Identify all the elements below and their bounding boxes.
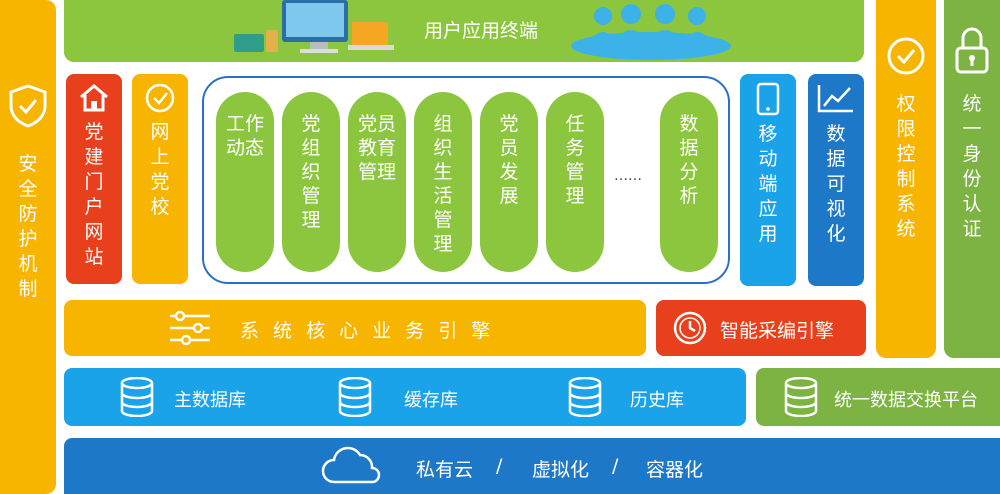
- ellipsis: ……: [614, 168, 642, 184]
- module-pill[interactable]: 任务管理: [546, 92, 604, 272]
- cloud-icon: [320, 446, 384, 490]
- module-label: 党员发展: [499, 113, 519, 207]
- module-label: 工作动态: [225, 113, 264, 159]
- core-engine-bar: 系 统 核 心 业 务 引 擎: [64, 300, 646, 356]
- database-icon: [568, 376, 602, 421]
- module-pill[interactable]: 党员教育管理: [348, 92, 406, 272]
- phone-icon: [756, 82, 780, 120]
- module-label: 任务管理: [565, 113, 585, 207]
- party-portal-label: 党建门户网站: [84, 121, 104, 268]
- database-label: 缓存库: [404, 390, 458, 411]
- core-engine-label: 系 统 核 心 业 务 引 擎: [240, 320, 495, 342]
- data-vis-label: 数据可视化: [826, 123, 846, 245]
- module-pill[interactable]: 组织生活管理: [414, 92, 472, 272]
- check-circle-icon: [886, 36, 926, 80]
- database-label: 主数据库: [174, 390, 246, 411]
- database-icon: [338, 376, 372, 421]
- module-pill[interactable]: 党员发展: [480, 92, 538, 272]
- module-label: 数据分析: [679, 113, 699, 207]
- online-school-box: 网上党校: [132, 74, 188, 284]
- identity-column: 统一身份认证: [944, 0, 1000, 358]
- infra-separator: /: [496, 455, 503, 477]
- database-label: 历史库: [630, 390, 684, 411]
- shield-icon: [8, 84, 48, 132]
- check-circle-icon: [144, 82, 176, 118]
- mobile-app-box: 移动端应用: [740, 74, 796, 286]
- infra-separator: /: [612, 455, 619, 477]
- database-bar: 主数据库 缓存库 历史库: [64, 368, 746, 426]
- chart-icon: [816, 82, 856, 118]
- clock-icon: [672, 310, 708, 350]
- party-portal-box: 党建门户网站: [66, 74, 122, 284]
- users-icon: [569, 4, 734, 64]
- module-pill[interactable]: 工作动态: [216, 92, 274, 272]
- infrastructure-bar: 私有云 / 虚拟化 / 容器化: [64, 438, 1000, 494]
- module-pill[interactable]: 数据分析: [660, 92, 718, 272]
- exchange-bar: 统一数据交换平台: [756, 368, 1000, 426]
- database-icon: [120, 376, 154, 421]
- infra-item: 虚拟化: [532, 459, 590, 481]
- devices-icon: [234, 0, 404, 60]
- identity-label: 统一身份认证: [962, 93, 982, 240]
- exchange-label: 统一数据交换平台: [834, 390, 978, 411]
- user-terminal-label: 用户应用终端: [424, 20, 539, 42]
- module-label: 党组织管理: [301, 113, 321, 231]
- module-label: 组织生活管理: [433, 113, 453, 255]
- lock-icon: [954, 26, 990, 78]
- database-icon: [784, 376, 818, 421]
- permission-label: 权限控制系统: [896, 93, 916, 240]
- module-label: 党员教育管理: [357, 113, 396, 183]
- smart-engine-label: 智能采编引擎: [720, 320, 835, 342]
- mobile-app-label: 移动端应用: [758, 123, 778, 245]
- data-vis-box: 数据可视化: [808, 74, 864, 286]
- home-icon: [78, 82, 110, 118]
- sliders-icon: [168, 310, 212, 350]
- smart-engine-bar: 智能采编引擎: [656, 300, 866, 356]
- user-terminal-bar: 用户应用终端: [64, 0, 864, 62]
- security-column: 安全防护机制: [0, 0, 56, 494]
- security-label: 安全防护机制: [18, 153, 38, 300]
- infra-item: 容器化: [646, 459, 704, 481]
- module-pill[interactable]: 党组织管理: [282, 92, 340, 272]
- infra-item: 私有云: [416, 459, 474, 481]
- permission-column: 权限控制系统: [876, 0, 936, 358]
- online-school-label: 网上党校: [150, 121, 170, 218]
